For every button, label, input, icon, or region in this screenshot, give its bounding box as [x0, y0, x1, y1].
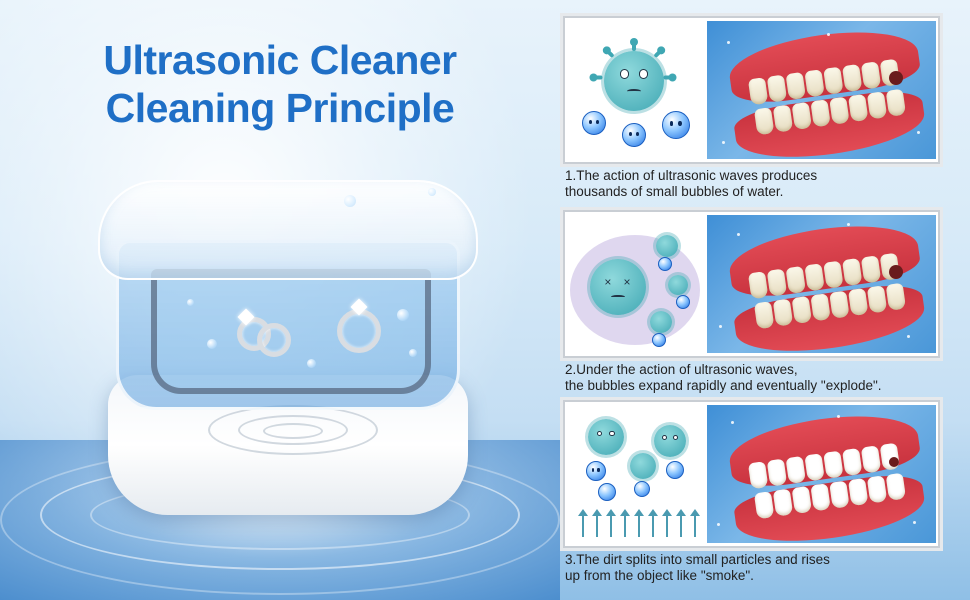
bubble-icon: [307, 359, 316, 368]
stain-spot: [889, 71, 903, 85]
germ-spike: [593, 75, 603, 80]
germ-bursting-bubbles-icon: × ×: [568, 215, 704, 353]
arrow-up-icon: [648, 509, 658, 537]
bubble-icon: [428, 188, 436, 196]
bubble-character-icon: [652, 333, 666, 347]
cleaning-basket: [151, 269, 431, 394]
page-title: Ultrasonic Cleaner Cleaning Principle: [80, 36, 480, 132]
bubble-character-icon: [598, 483, 616, 501]
bubble-character-icon: [634, 481, 650, 497]
step-2-line-2: the bubbles expand rapidly and eventuall…: [565, 378, 882, 393]
germ-spike: [605, 48, 615, 59]
bubble-character-icon: [676, 295, 690, 309]
step-3-line-2: up from the object like "smoke".: [565, 568, 754, 583]
ring-icon: [337, 309, 381, 353]
bubble-icon: [187, 299, 194, 306]
bubble-icon: [409, 349, 417, 357]
germ-spike: [663, 75, 673, 80]
arrow-up-icon: [578, 509, 588, 537]
device-lid: [98, 180, 478, 280]
small-germ-icon: [668, 275, 688, 295]
arrow-up-icon: [676, 509, 686, 537]
germ-icon: [630, 453, 656, 479]
step-1-caption: 1.The action of ultrasonic waves produce…: [565, 168, 945, 200]
bubble-icon: [344, 195, 356, 207]
clean-dentures-image: [707, 405, 936, 543]
germ-spike: [630, 38, 638, 51]
bubble-icon: [207, 339, 217, 349]
transducer-ring: [238, 415, 348, 445]
bubble-character-icon: [586, 461, 606, 481]
bubble-character-icon: [662, 111, 690, 139]
dentures-image: [707, 215, 936, 353]
ring-icon: [257, 323, 291, 357]
title-line-2: Cleaning Principle: [105, 85, 455, 131]
arrow-up-icon: [620, 509, 630, 537]
step-3-caption: 3.The dirt splits into small particles a…: [565, 552, 945, 584]
bubble-icon: [397, 309, 409, 321]
germ-icon: [604, 51, 664, 111]
step-2-panel: × ×: [563, 210, 940, 358]
step-1-panel: [563, 16, 940, 164]
germ-with-bubbles-icon: [568, 21, 704, 159]
stain-spot: [889, 265, 903, 279]
bubble-character-icon: [582, 111, 606, 135]
transducer-ring: [263, 423, 323, 439]
arrow-up-icon: [592, 509, 602, 537]
arrow-up-icon: [690, 509, 700, 537]
step-1-line-1: 1.The action of ultrasonic waves produce…: [565, 168, 818, 183]
germ-spike: [653, 48, 663, 59]
stain-spot: [889, 457, 899, 467]
step-2-caption: 2.Under the action of ultrasonic waves, …: [565, 362, 945, 394]
arrow-up-icon: [662, 509, 672, 537]
step-2-line-1: 2.Under the action of ultrasonic waves,: [565, 362, 798, 377]
small-germ-icon: [656, 235, 678, 257]
ultrasonic-cleaner-device: [98, 180, 478, 520]
arrow-up-icon: [634, 509, 644, 537]
germs-rising-icon: [568, 405, 704, 543]
title-line-1: Ultrasonic Cleaner: [103, 37, 457, 83]
bubble-character-icon: [666, 461, 684, 479]
bubble-character-icon: [622, 123, 646, 147]
step-3-panel: [563, 400, 940, 548]
arrow-up-icon: [606, 509, 616, 537]
step-3-line-1: 3.The dirt splits into small particles a…: [565, 552, 830, 567]
step-1-line-2: thousands of small bubbles of water.: [565, 184, 784, 199]
germ-icon: × ×: [590, 259, 646, 315]
germ-icon: [588, 419, 624, 455]
germ-icon: [654, 425, 686, 457]
dentures-image: [707, 21, 936, 159]
bubble-character-icon: [658, 257, 672, 271]
small-germ-icon: [650, 311, 672, 333]
